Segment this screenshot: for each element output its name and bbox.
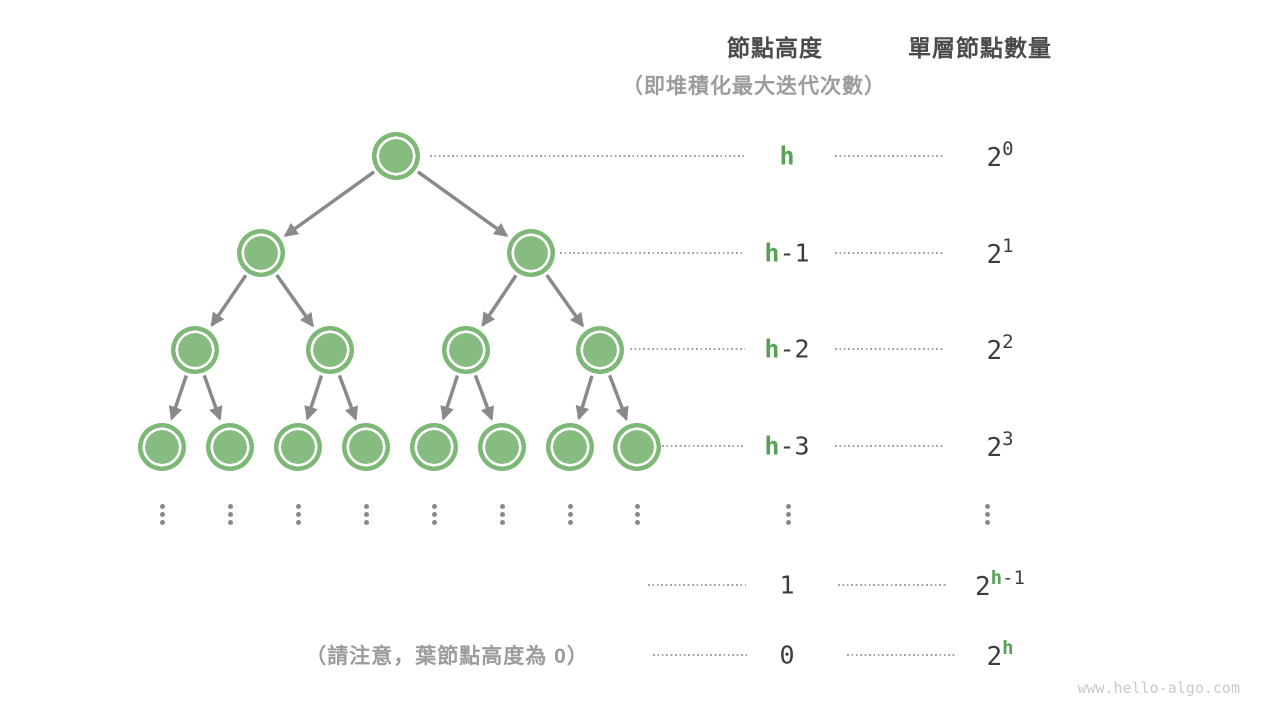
tree-node xyxy=(410,423,458,471)
height-dark-part: -2 xyxy=(779,334,810,364)
dotted-leader-line xyxy=(560,252,745,254)
height-dark-part: -1 xyxy=(779,238,810,268)
vertical-ellipsis xyxy=(984,504,990,525)
tree-node xyxy=(576,326,624,374)
count-exponent: h xyxy=(1002,637,1013,659)
vertical-ellipsis xyxy=(227,504,233,525)
column-header-node-height: 節點高度 xyxy=(727,35,823,61)
exp-dark-part: 3 xyxy=(1002,428,1014,450)
dotted-leader-line xyxy=(835,252,944,254)
tree-node xyxy=(478,423,526,471)
dotted-leader-line xyxy=(653,654,750,656)
watermark: www.hello-algo.com xyxy=(1077,679,1240,697)
height-green-part: h xyxy=(764,431,780,461)
vertical-ellipsis xyxy=(634,504,640,525)
dotted-leader-line xyxy=(648,584,746,586)
height-label-h: h xyxy=(779,142,794,171)
tree-node xyxy=(138,423,186,471)
count-base: 2 xyxy=(986,143,1003,173)
leaf-height-note: （請注意，葉節點高度為 0） xyxy=(305,645,589,668)
count-label-2^h: 2h xyxy=(986,637,1013,672)
count-label-2^2: 22 xyxy=(986,331,1013,366)
tree-node xyxy=(274,423,322,471)
dotted-leader-line xyxy=(835,155,944,157)
exp-dark-part: 2 xyxy=(1002,331,1014,353)
tree-node xyxy=(237,229,285,277)
dotted-leader-line xyxy=(662,445,745,447)
height-label-0: 0 xyxy=(779,641,794,670)
tree-node xyxy=(442,326,490,374)
count-exponent: 2 xyxy=(1002,331,1013,353)
count-base: 2 xyxy=(986,433,1003,463)
dotted-leader-line xyxy=(847,654,956,656)
count-exponent: 1 xyxy=(1002,235,1013,257)
vertical-ellipsis xyxy=(159,504,165,525)
vertical-ellipsis xyxy=(499,504,505,525)
column-header-level-node-count: 單層節點數量 xyxy=(908,35,1052,61)
tree-node xyxy=(372,132,420,180)
count-exponent: h-1 xyxy=(991,567,1025,589)
tree-node xyxy=(613,423,661,471)
dotted-leader-line xyxy=(835,445,944,447)
dotted-leader-line xyxy=(630,348,745,350)
vertical-ellipsis xyxy=(431,504,437,525)
count-exponent: 0 xyxy=(1002,138,1013,160)
exp-green-part: h xyxy=(990,567,1003,589)
count-base: 2 xyxy=(986,642,1003,672)
vertical-ellipsis xyxy=(295,504,301,525)
vertical-ellipsis xyxy=(567,504,573,525)
node-height-subtitle: （即堆積化最大迭代次數） xyxy=(622,75,886,98)
height-label-h-1: h-1 xyxy=(764,239,809,268)
height-green-part: h xyxy=(779,141,795,171)
exp-dark-part: 0 xyxy=(1002,138,1014,160)
height-label-h-2: h-2 xyxy=(764,335,809,364)
tree-node xyxy=(206,423,254,471)
height-label-h-3: h-3 xyxy=(764,432,809,461)
exp-green-part: h xyxy=(1002,637,1014,659)
height-green-part: h xyxy=(764,238,780,268)
tree-node xyxy=(342,423,390,471)
tree-node xyxy=(306,326,354,374)
exp-dark-part: -1 xyxy=(1002,567,1025,589)
count-label-2^h-1: 2h-1 xyxy=(975,567,1025,602)
height-label-1: 1 xyxy=(779,571,794,600)
count-label-2^1: 21 xyxy=(986,235,1013,270)
dotted-leader-line xyxy=(838,584,947,586)
count-exponent: 3 xyxy=(1002,428,1013,450)
vertical-ellipsis xyxy=(363,504,369,525)
tree-node xyxy=(507,229,555,277)
count-base: 2 xyxy=(975,572,991,602)
dotted-leader-line xyxy=(430,155,745,157)
count-label-2^3: 23 xyxy=(986,428,1013,463)
height-dark-part: 1 xyxy=(779,570,795,600)
tree-node xyxy=(546,423,594,471)
tree-node xyxy=(171,326,219,374)
vertical-ellipsis xyxy=(785,504,791,525)
height-dark-part: -3 xyxy=(779,431,810,461)
exp-dark-part: 1 xyxy=(1002,235,1014,257)
count-label-2^0: 20 xyxy=(986,138,1013,173)
dotted-leader-line xyxy=(835,348,944,350)
count-base: 2 xyxy=(986,336,1003,366)
height-dark-part: 0 xyxy=(779,640,795,670)
height-green-part: h xyxy=(764,334,780,364)
count-base: 2 xyxy=(986,240,1003,270)
